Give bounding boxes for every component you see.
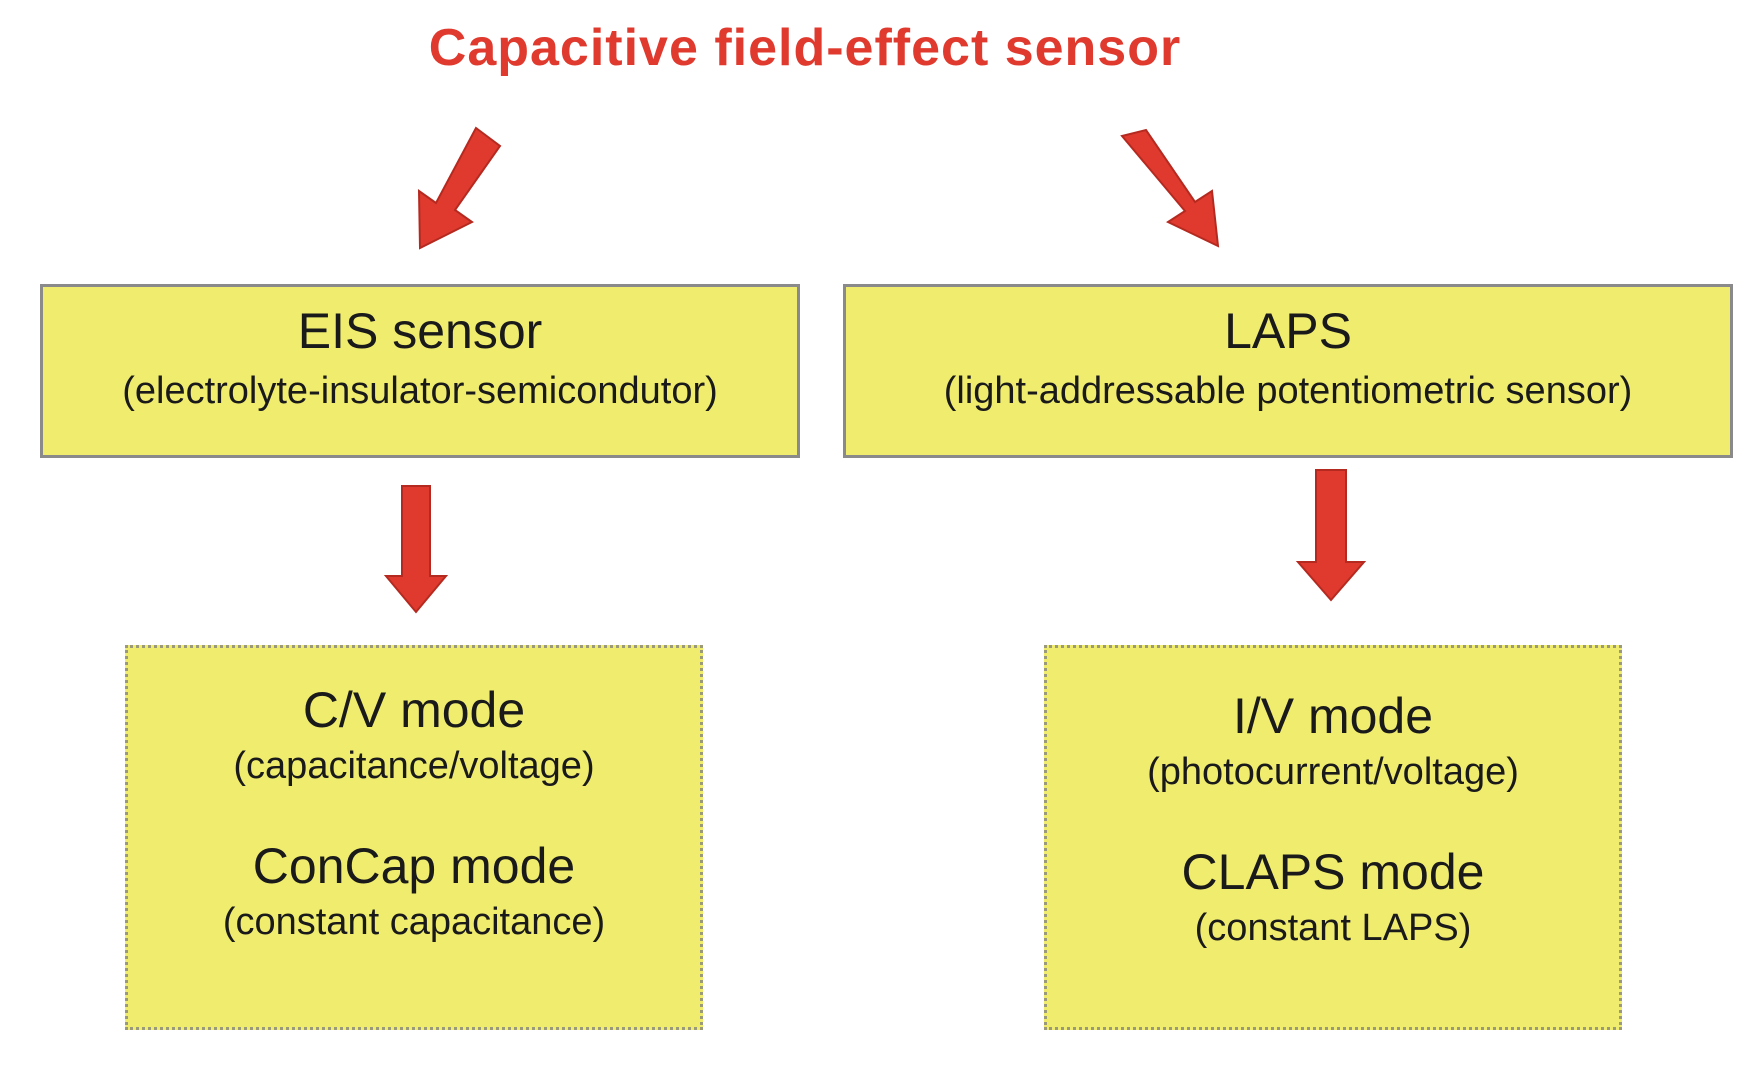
- mode-description: (constant capacitance): [222, 901, 606, 943]
- laps-sensor-box: LAPS (light-addressable potentiometric s…: [843, 284, 1733, 458]
- mode-name: CLAPS mode: [1181, 844, 1485, 900]
- arrow-laps-to-modes: [1295, 469, 1367, 602]
- mode-item-iv: I/V mode (photocurrent/voltage): [1047, 688, 1619, 794]
- mode-description: (constant LAPS): [1194, 907, 1472, 949]
- mode-item-concap: ConCap mode (constant capacitance): [128, 838, 700, 944]
- arrow-title-to-eis: [417, 126, 502, 250]
- laps-modes-box: I/V mode (photocurrent/voltage) CLAPS mo…: [1044, 645, 1622, 1030]
- diagram-title: Capacitive field-effect sensor: [428, 19, 1182, 77]
- mode-item-claps: CLAPS mode (constant LAPS): [1047, 844, 1619, 950]
- arrow-eis-to-modes: [383, 485, 449, 614]
- mode-item-cv: C/V mode (capacitance/voltage): [128, 682, 700, 788]
- mode-name: C/V mode: [302, 682, 526, 738]
- mode-name: ConCap mode: [252, 838, 576, 894]
- arrow-title-to-laps: [1120, 128, 1220, 248]
- mode-description: (photocurrent/voltage): [1147, 751, 1519, 793]
- eis-sensor-name: EIS sensor: [297, 303, 543, 359]
- mode-name: I/V mode: [1232, 688, 1434, 744]
- mode-description: (capacitance/voltage): [233, 745, 595, 787]
- eis-sensor-box: EIS sensor (electrolyte-insulator-semico…: [40, 284, 800, 458]
- eis-modes-box: C/V mode (capacitance/voltage) ConCap mo…: [125, 645, 703, 1030]
- laps-sensor-description: (light-addressable potentiometric sensor…: [943, 370, 1633, 412]
- eis-sensor-description: (electrolyte-insulator-semicondutor): [122, 370, 718, 412]
- laps-sensor-name: LAPS: [1224, 303, 1352, 359]
